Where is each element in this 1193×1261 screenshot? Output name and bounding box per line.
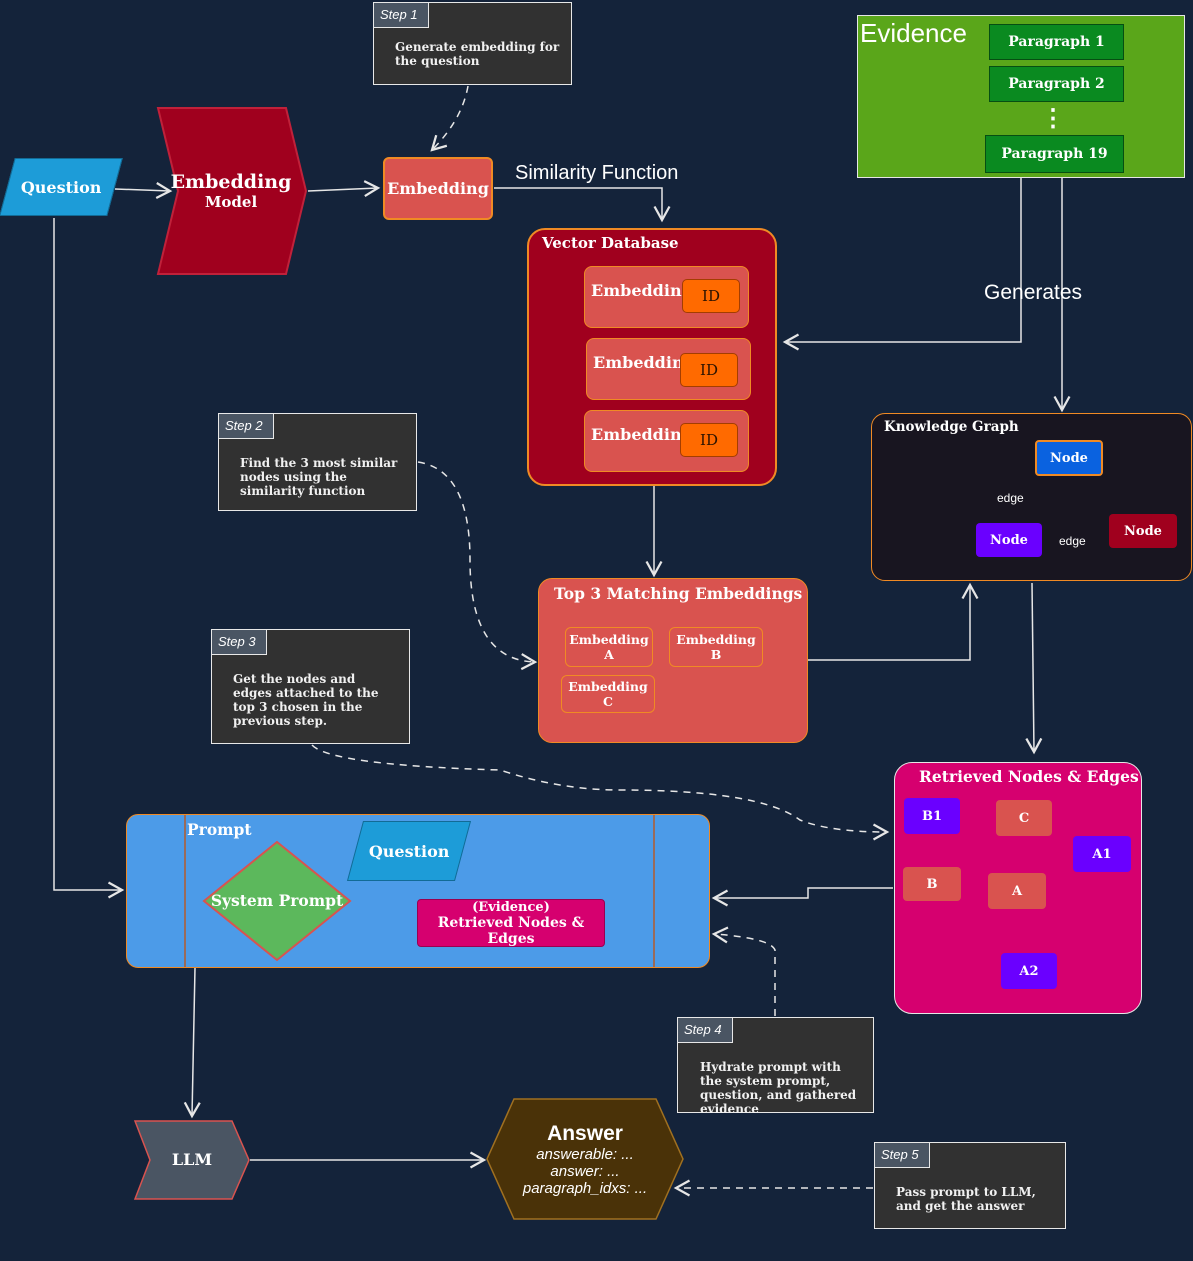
retrieved-node-a: A [988,873,1046,909]
kg-node-right: Node [1109,514,1177,548]
top3-embedding-b: Embedding B [669,627,763,667]
knowledge-graph-title: Knowledge Graph [884,419,1019,435]
step-2-box: Step 2 Find the 3 most similar nodes usi… [218,413,417,511]
answer-line-paragraph-idxs: paragraph_idxs: ... [522,1179,648,1197]
generates-label: Generates [984,281,1083,304]
vector-row-3: Embedding ID [584,410,749,472]
question-node: Question [0,158,123,216]
retrieved-node-a2: A2 [1001,953,1057,989]
answer-content: Answer answerable: ... answer: ... parag… [500,1114,670,1204]
prompt-divider-right [653,815,655,967]
retrieved-node-a1: A1 [1073,836,1131,872]
prompt-divider-left [184,815,186,967]
step-3-tag: Step 3 [212,630,267,655]
answer-line-answer: answer: ... [550,1162,620,1180]
vector-row-1-id: ID [682,279,740,313]
step-3-text: Get the nodes and edges attached to the … [233,672,379,728]
prompt-question-node: Question [346,821,472,881]
system-prompt-label: System Prompt [210,890,344,910]
vector-row-1: Embedding ID [584,266,749,328]
vector-row-1-label: Embedding [591,281,693,300]
embedding-model-line1: Embedding [170,171,292,193]
knowledge-graph: Knowledge Graph Node Node Node edge edge [871,413,1192,581]
paragraph-19: Paragraph 19 [985,135,1124,173]
question-label: Question [20,177,102,197]
step-5-text: Pass prompt to LLM, and get the answer [896,1185,1036,1213]
prompt-evidence-line1: (Evidence) [472,899,550,915]
answer-line-answerable: answerable: ... [536,1145,634,1163]
top3-embedding-a: Embedding A [565,627,653,667]
evidence-panel: Evidence Paragraph 1 Paragraph 2 ⋮ Parag… [857,15,1185,178]
paragraph-1: Paragraph 1 [989,24,1124,60]
embedding-model-line2: Model [204,193,258,211]
embedding-node: Embedding [383,157,493,220]
prompt-evidence-line2: Retrieved Nodes & Edges [437,914,585,947]
step-4-text: Hydrate prompt with the system prompt, q… [700,1060,857,1116]
step-1-text: Generate embedding for the question [395,40,560,68]
step-2-tag: Step 2 [219,414,274,439]
retrieved-node-c: C [996,800,1052,836]
step-2-text: Find the 3 most similar nodes using the … [240,456,398,498]
prompt-question-label: Question [368,841,450,861]
kg-edge-2-label: edge [1059,534,1086,548]
vector-row-3-id: ID [680,423,738,457]
step-4-box: Step 4 Hydrate prompt with the system pr… [677,1017,874,1116]
similarity-function-label: Similarity Function [515,162,679,184]
top3-embedding-c: Embedding C [561,675,655,713]
retrieved-node-b1: B1 [904,798,960,834]
step-5-box: Step 5 Pass prompt to LLM, and get the a… [874,1142,1066,1229]
llm-shape [133,1120,250,1200]
vector-database: Vector Database Embedding ID Embedding I… [527,228,777,486]
step-1-box: Step 1 Generate embedding for the questi… [373,2,572,85]
kg-node-top: Node [1035,440,1103,476]
paragraph-2: Paragraph 2 [989,66,1124,102]
top3-embeddings: Top 3 Matching Embeddings Embedding A Em… [538,578,808,743]
step-5-tag: Step 5 [875,1143,930,1168]
retrieved-nodes-edges: Retrieved Nodes & Edges B1 C A1 B A A2 [894,762,1142,1014]
answer-shape [486,1098,684,1220]
retrieved-node-b: B [903,867,961,901]
step-1-tag: Step 1 [374,3,429,28]
vector-row-2-label: Embedding [593,353,695,372]
vector-row-3-label: Embedding [591,425,693,444]
vector-database-title: Vector Database [542,234,679,252]
vector-row-2: Embedding ID [586,338,751,400]
top3-title: Top 3 Matching Embeddings [554,584,803,603]
answer-title: Answer [547,1121,623,1145]
kg-edge-1-label: edge [997,491,1024,505]
prompt-evidence: (Evidence) Retrieved Nodes & Edges [417,899,605,947]
llm-label: LLM [171,1149,213,1169]
prompt-panel: Prompt Question System Prompt (Evidence)… [126,814,710,968]
step-3-box: Step 3 Get the nodes and edges attached … [211,629,410,744]
vector-row-2-id: ID [680,353,738,387]
paragraph-ellipsis: ⋮ [1041,102,1065,132]
evidence-title: Evidence [860,18,967,48]
retrieved-title: Retrieved Nodes & Edges [919,767,1139,786]
prompt-title: Prompt [187,820,252,839]
step-4-tag: Step 4 [678,1018,733,1043]
embedding-model-shape [156,107,308,275]
kg-node-mid: Node [976,523,1042,557]
embedding-model-label: Embedding Model [170,164,292,218]
system-prompt-shape [202,840,352,962]
